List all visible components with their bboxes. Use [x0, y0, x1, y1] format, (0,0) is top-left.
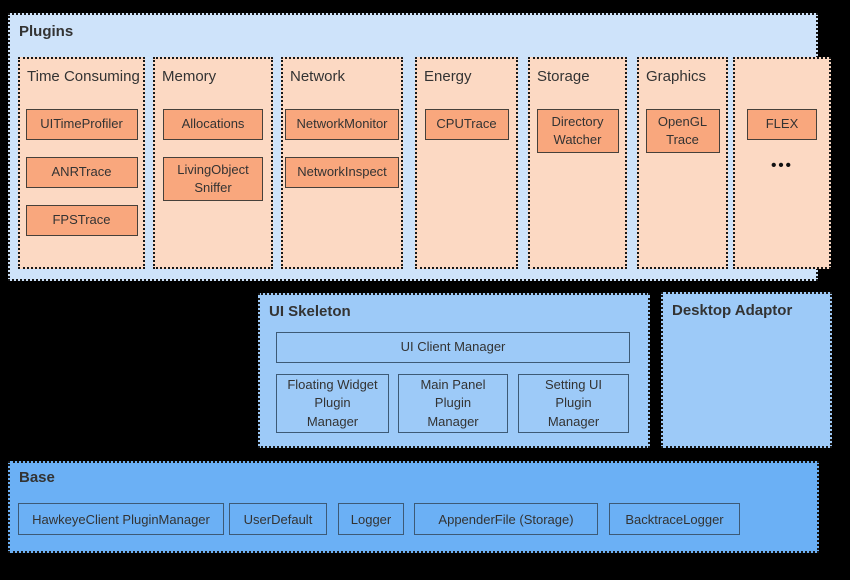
desktop-adaptor-section: Desktop Adaptor	[661, 292, 832, 448]
category-title: Graphics	[646, 68, 707, 85]
more-plugins-ellipsis: •••	[771, 157, 793, 174]
base-item-appenderfile-storage: AppenderFile (Storage)	[414, 503, 598, 535]
plugins-section: Plugins Time Consuming UITimeProfiler AN…	[8, 13, 831, 281]
category-title	[735, 59, 829, 109]
floating-widget-plugin-manager-box: Floating Widget Plugin Manager	[276, 374, 389, 433]
plugin-item-allocations: Allocations	[163, 109, 263, 140]
base-item-backtracelogger: BacktraceLogger	[609, 503, 740, 535]
base-title: Base	[19, 469, 55, 486]
category-title: Network	[290, 68, 346, 85]
plugins-title: Plugins	[19, 23, 74, 40]
plugin-item-opengltrace: OpenGL Trace	[645, 109, 720, 154]
plugin-category-time-consuming: Time Consuming UITimeProfiler ANRTrace F…	[18, 57, 145, 269]
main-panel-plugin-manager-box: Main Panel Plugin Manager	[398, 374, 508, 433]
ui-client-manager-box: UI Client Manager	[276, 332, 630, 363]
category-title: Time Consuming	[27, 68, 140, 85]
plugin-category-more: FLEX •••	[733, 57, 831, 269]
plugin-item-livingobjectsniffer: LivingObject Sniffer	[163, 157, 263, 202]
plugin-item-uitimeprofiler: UITimeProfiler	[25, 109, 138, 140]
setting-ui-plugin-manager-box: Setting UI Plugin Manager	[518, 374, 629, 433]
plugin-item-directorywatcher: Directory Watcher	[536, 109, 619, 154]
plugin-category-graphics: Graphics OpenGL Trace	[637, 57, 728, 269]
plugin-item-fpstrace: FPSTrace	[25, 205, 138, 236]
desktop-adaptor-title: Desktop Adaptor	[672, 302, 793, 319]
plugin-category-storage: Storage Directory Watcher	[528, 57, 627, 269]
plugin-category-energy: Energy CPUTrace	[415, 57, 518, 269]
category-title: Storage	[537, 68, 590, 85]
plugin-item-flex: FLEX	[747, 109, 817, 140]
base-item-hawkeyeclient-pluginmanager: HawkeyeClient PluginManager	[18, 503, 224, 535]
base-item-logger: Logger	[338, 503, 404, 535]
plugin-category-memory: Memory Allocations LivingObject Sniffer	[153, 57, 273, 269]
base-section: Base HawkeyeClient PluginManager UserDef…	[8, 461, 819, 553]
plugin-category-network: Network NetworkMonitor NetworkInspect	[281, 57, 403, 269]
plugin-item-networkmonitor: NetworkMonitor	[285, 109, 399, 140]
plugin-item-networkinspect: NetworkInspect	[285, 157, 399, 188]
ui-skeleton-section: UI Skeleton UI Client Manager Floating W…	[258, 293, 650, 448]
ui-skeleton-title: UI Skeleton	[269, 303, 351, 320]
category-title: Energy	[424, 68, 472, 85]
base-item-userdefault: UserDefault	[229, 503, 327, 535]
plugin-item-anrtrace: ANRTrace	[25, 157, 138, 188]
category-title: Memory	[162, 68, 217, 85]
plugin-item-cputrace: CPUTrace	[424, 109, 509, 140]
